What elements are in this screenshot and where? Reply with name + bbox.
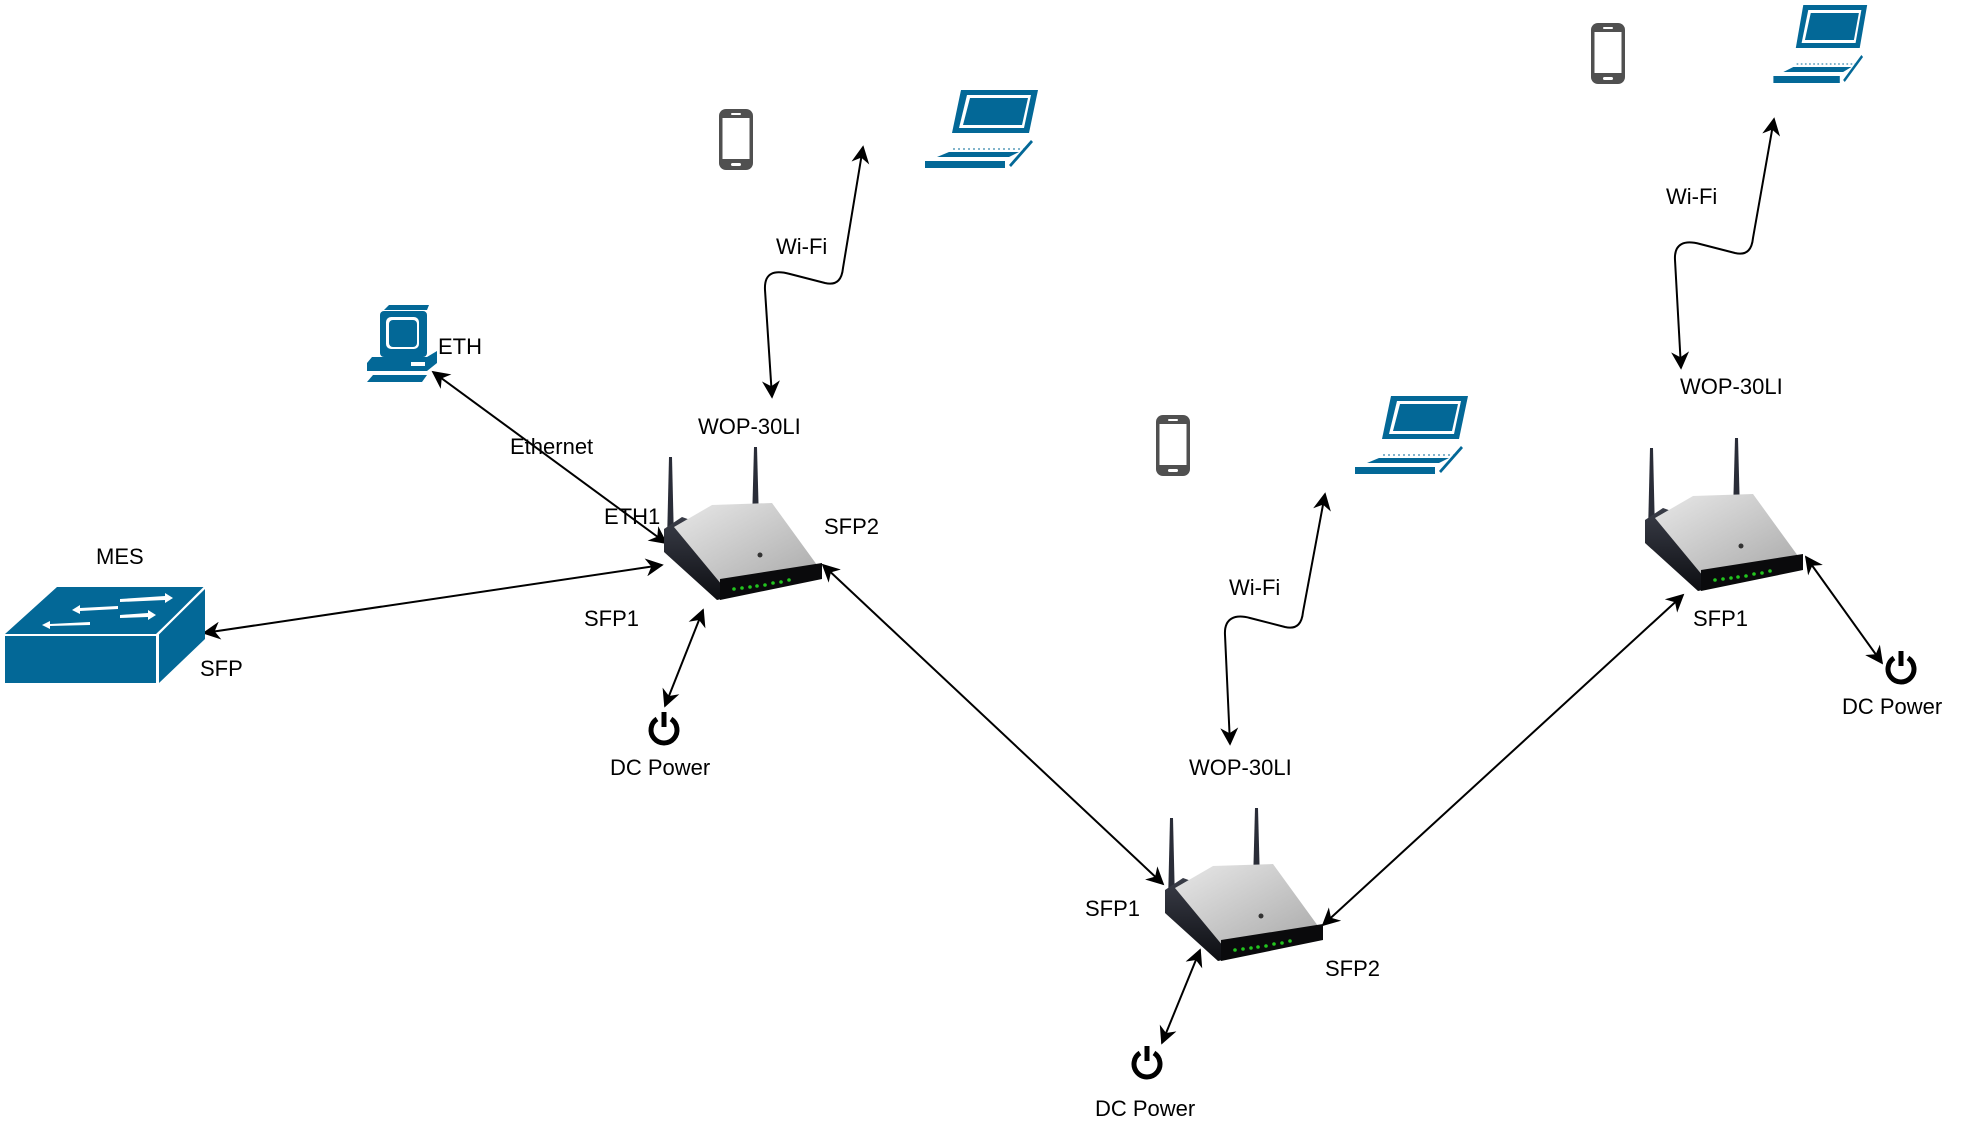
wifi-2-label: Wi-Fi: [1229, 575, 1281, 600]
laptop-2-icon[interactable]: [1354, 395, 1469, 475]
link-pc-router1: [431, 370, 668, 545]
router-3-port-sfp1: SFP1: [1693, 606, 1749, 631]
router-1-port-sfp1: SFP1: [584, 606, 640, 631]
router-3-icon[interactable]: [1645, 438, 1803, 591]
network-switch-icon[interactable]: [5, 586, 206, 683]
link-router2-router3: [1321, 593, 1685, 927]
smartphone-1-icon[interactable]: [719, 109, 753, 170]
router-2-port-sfp2: SFP2: [1325, 956, 1381, 981]
smartphone-3-icon[interactable]: [1591, 23, 1625, 84]
link-router1-power1: [662, 608, 706, 708]
laptop-3-icon[interactable]: [1772, 4, 1868, 84]
switch-label: MES: [96, 544, 144, 569]
router-1-port-eth1: ETH1: [604, 504, 661, 529]
power-2-icon[interactable]: [1134, 1046, 1160, 1077]
ethernet-link-label: Ethernet: [510, 434, 594, 459]
power-3-label: DC Power: [1842, 694, 1943, 719]
wifi-3-label: Wi-Fi: [1666, 184, 1718, 209]
desktop-pc-icon[interactable]: [367, 305, 437, 382]
laptop-1-icon[interactable]: [924, 89, 1039, 169]
router-2-icon[interactable]: [1165, 808, 1323, 961]
router-2-port-sfp1: SFP1: [1085, 896, 1141, 921]
smartphone-2-icon[interactable]: [1156, 415, 1190, 476]
power-1-label: DC Power: [610, 755, 711, 780]
wifi-link-1: [761, 145, 870, 399]
power-2-label: DC Power: [1095, 1096, 1196, 1121]
link-router2-power2: [1159, 948, 1203, 1045]
switch-port-label: SFP: [200, 656, 243, 681]
links: [202, 117, 1884, 1045]
router-3-label: WOP-30LI: [1680, 374, 1783, 399]
pc-port-label: ETH: [438, 334, 482, 359]
link-router3-power3: [1804, 555, 1884, 665]
router-2-label: WOP-30LI: [1189, 755, 1292, 780]
power-1-icon[interactable]: [651, 712, 677, 743]
wifi-link-3: [1671, 117, 1781, 370]
wifi-link-2: [1220, 492, 1331, 746]
router-1-port-sfp2: SFP2: [824, 514, 880, 539]
power-3-icon[interactable]: [1888, 651, 1914, 682]
link-router1-router2: [821, 563, 1165, 886]
router-1-icon[interactable]: [664, 447, 822, 600]
router-1-label: WOP-30LI: [698, 414, 801, 439]
wifi-1-label: Wi-Fi: [776, 234, 828, 259]
link-switch-router1: [202, 558, 664, 640]
